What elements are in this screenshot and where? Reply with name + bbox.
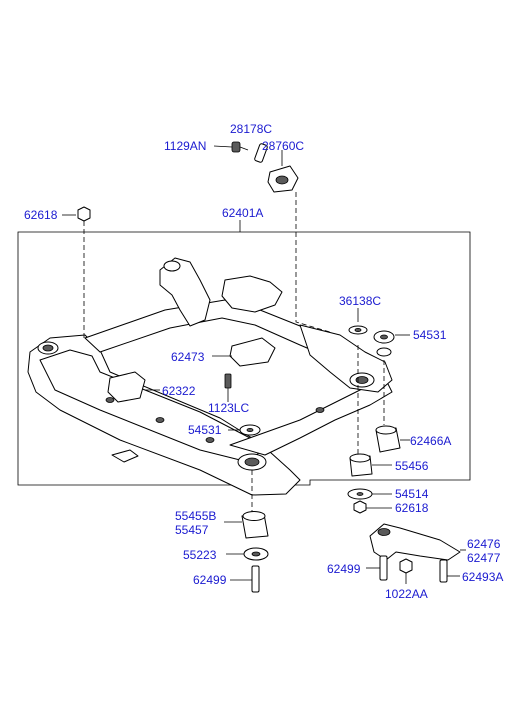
label-55455B: 55455B — [175, 509, 216, 523]
part-62618-right — [353, 500, 392, 514]
assembly-frame — [17, 231, 471, 486]
label-62477: 62477 — [467, 551, 501, 565]
part-1123LC — [224, 373, 232, 389]
part-55456 — [349, 453, 392, 477]
subframe-crossmember — [27, 257, 393, 496]
part-54531-center — [228, 424, 261, 436]
label-62476: 62476 — [467, 537, 501, 551]
part-28760C — [267, 150, 299, 193]
part-55455B — [224, 511, 269, 539]
label-28178C: 28178C — [230, 122, 272, 136]
label-62322: 62322 — [162, 384, 196, 398]
label-1123LC: 1123LC — [208, 401, 249, 415]
label-62493A: 62493A — [462, 570, 503, 584]
label-55223: 55223 — [183, 548, 217, 562]
label-62401A: 62401A — [222, 206, 263, 220]
label-54531-right: 54531 — [413, 328, 447, 342]
part-36138C — [348, 308, 368, 335]
part-1022AA — [399, 558, 413, 584]
label-62618-top: 62618 — [24, 208, 58, 222]
part-62493A — [439, 559, 460, 583]
part-62499-right — [366, 555, 388, 581]
label-28760C: 28760C — [262, 139, 304, 153]
part-62476 — [369, 523, 466, 561]
part-55223 — [226, 547, 269, 561]
part-62618-top — [62, 206, 91, 340]
part-62499-left — [230, 565, 260, 593]
label-54514: 54514 — [395, 487, 429, 501]
part-1129AN — [213, 141, 249, 153]
label-62473: 62473 — [171, 350, 205, 364]
part-62466A — [375, 425, 410, 453]
label-55457: 55457 — [175, 523, 209, 537]
label-62618-right: 62618 — [395, 501, 429, 515]
part-28178C — [254, 143, 268, 163]
label-62499-left: 62499 — [193, 573, 227, 587]
label-54531-center: 54531 — [188, 423, 222, 437]
label-62466A: 62466A — [410, 434, 451, 448]
part-54531-right — [373, 330, 410, 357]
label-1022AA: 1022AA — [385, 587, 428, 601]
label-62499-right: 62499 — [327, 562, 361, 576]
label-55456: 55456 — [395, 459, 429, 473]
part-54514 — [347, 488, 392, 500]
label-36138C: 36138C — [339, 294, 381, 308]
label-1129AN: 1129AN — [164, 139, 206, 153]
dash-28760C — [295, 192, 331, 333]
